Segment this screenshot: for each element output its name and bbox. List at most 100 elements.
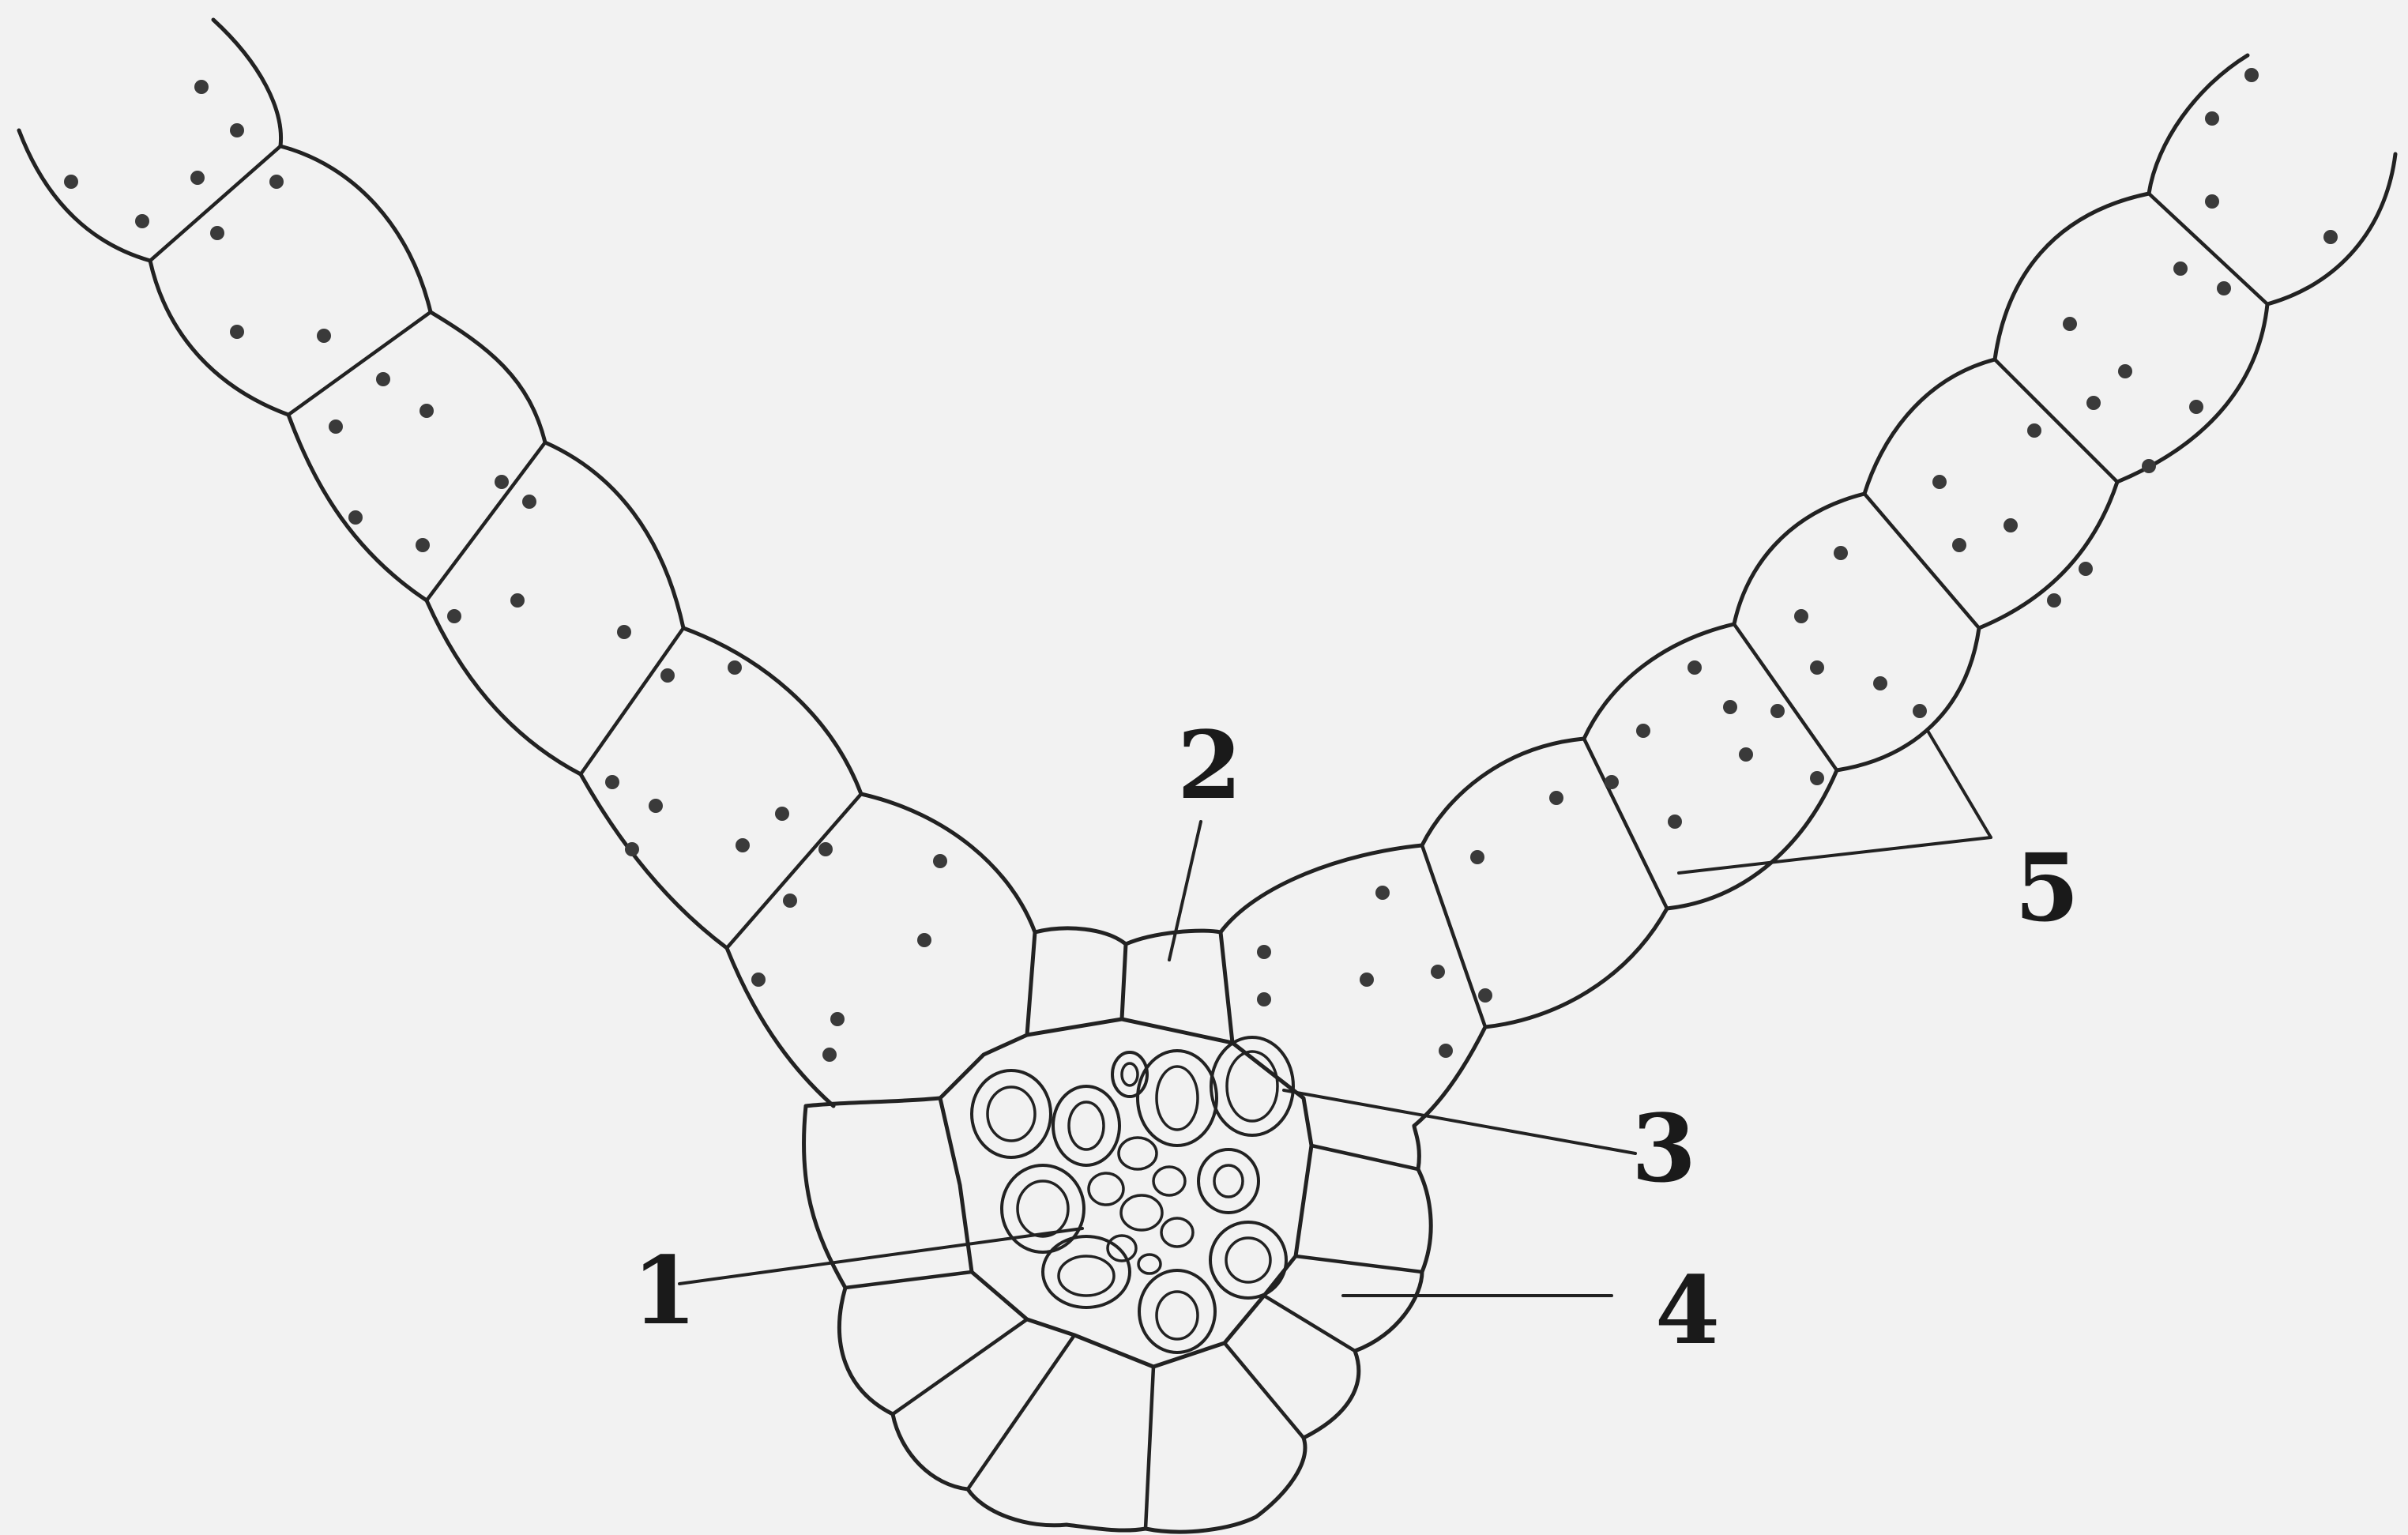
leader-lines [679, 731, 1991, 1296]
right-arm-upper-edge [1221, 55, 2248, 932]
left-cross-wall-3 [427, 442, 545, 600]
chloroplast-dot [933, 854, 947, 868]
left-cross-wall-1 [150, 146, 280, 261]
left-arm-lower-edge [213, 20, 1035, 932]
chloroplast-dot [1810, 771, 1824, 785]
chloroplast-dot [1636, 724, 1650, 738]
leader-3 [1284, 1090, 1635, 1153]
chloroplast-dot [230, 123, 244, 137]
chloroplast-dot [376, 372, 390, 386]
chloroplast-dot [210, 226, 224, 240]
sheath-wall-4 [1146, 1367, 1153, 1529]
chloroplast-dot [1932, 475, 1947, 489]
sheath-wall-7 [1296, 1256, 1422, 1272]
chloroplast-dot [775, 807, 789, 821]
chloroplast-dot [1431, 965, 1445, 979]
chloroplast-dot [522, 495, 536, 509]
chloroplast-dot [625, 842, 639, 856]
chloroplast-dot [1470, 850, 1484, 864]
chloroplast-dot [510, 593, 525, 608]
chloroplast-dot [1810, 660, 1824, 675]
sheath-wall-8 [1311, 1146, 1418, 1169]
chloroplast-dot [2118, 364, 2132, 378]
chloroplast-dot [2189, 400, 2203, 414]
label-1: 1 [632, 1236, 697, 1345]
chloroplast-dot [135, 214, 149, 228]
right-cross-wall-1 [2149, 194, 2267, 304]
left-arm-upper-edge [19, 130, 833, 1106]
chloroplast-dot [1257, 992, 1271, 1006]
chloroplast-dot [830, 1012, 845, 1026]
chloroplast-dot [751, 973, 766, 987]
chloroplast-dot [1605, 775, 1619, 789]
chloroplast-dot [1739, 747, 1753, 762]
chloroplast-dot [822, 1048, 837, 1062]
chloroplast-dot [2004, 518, 2018, 532]
chloroplast-dot [1913, 704, 1927, 718]
chloroplast-dot [818, 842, 833, 856]
chloroplast-dot [736, 838, 750, 852]
chloroplast-dot [605, 775, 619, 789]
label-2: 2 [1177, 710, 1242, 820]
chloroplast-dot [1723, 700, 1737, 714]
chloroplast-dot [194, 80, 209, 94]
chloroplast-dot [1770, 704, 1785, 718]
left-cell-row [19, 20, 1035, 1106]
chloroplast-dot [1687, 660, 1702, 675]
chloroplast-dot [2323, 230, 2338, 244]
chloroplast-dot [1478, 988, 1492, 1003]
chloroplast-dot [2217, 281, 2231, 295]
left-cross-wall-4 [581, 628, 683, 774]
xylem-vessels [972, 1037, 1293, 1353]
chloroplast-dot [190, 171, 205, 185]
chloroplast-dots [64, 68, 2338, 1062]
right-cross-wall-3 [1864, 494, 1979, 628]
sheath-wall-5 [1225, 1343, 1304, 1438]
right-cross-wall-2 [1995, 359, 2117, 482]
label-3: 3 [1631, 1093, 1696, 1203]
left-cross-wall-2 [288, 312, 431, 415]
chloroplast-dot [2173, 261, 2188, 276]
chloroplast-dot [649, 799, 663, 813]
chloroplast-dot [329, 419, 343, 434]
chloroplast-dot [317, 329, 331, 343]
chloroplast-dot [1439, 1044, 1453, 1058]
midrib-upper-cells [1027, 928, 1232, 1043]
chloroplast-dot [2079, 562, 2093, 576]
chloroplast-dot [728, 660, 742, 675]
left-cross-wall-5 [727, 794, 861, 948]
leader-1 [679, 1228, 1082, 1284]
chloroplast-dot [2047, 593, 2061, 608]
right-cross-wall-5 [1584, 739, 1667, 909]
chloroplast-dot [617, 625, 631, 639]
chloroplast-dot [2244, 68, 2259, 82]
sheath-wall-3 [968, 1335, 1074, 1489]
leader-2 [1169, 822, 1201, 960]
chloroplast-dot [2086, 396, 2101, 410]
sheath-wall-2 [893, 1319, 1027, 1414]
label-4: 4 [1655, 1255, 1720, 1365]
chloroplast-dot [2142, 459, 2156, 473]
chloroplast-dot [495, 475, 509, 489]
right-cell-row [1221, 55, 2395, 1126]
chloroplast-dot [1834, 546, 1848, 560]
sheath-wall-6 [1264, 1296, 1355, 1351]
chloroplast-dot [269, 175, 284, 189]
right-cross-wall-6 [1422, 845, 1485, 1027]
chloroplast-dot [1549, 791, 1563, 805]
chloroplast-dot [64, 175, 78, 189]
chloroplast-dot [2063, 317, 2077, 331]
chloroplast-dot [1375, 886, 1390, 900]
chloroplast-dot [420, 404, 434, 418]
chloroplast-dot [783, 894, 797, 908]
chloroplast-dot [1952, 538, 1966, 552]
chloroplast-dot [416, 538, 430, 552]
chloroplast-dot [1257, 945, 1271, 959]
right-arm-lower-edge [1414, 154, 2395, 1126]
chloroplast-dot [660, 668, 675, 683]
chloroplast-dot [2027, 423, 2041, 438]
chloroplast-dot [447, 609, 461, 623]
label-5: 5 [2015, 833, 2079, 942]
chloroplast-dot [1360, 973, 1374, 987]
